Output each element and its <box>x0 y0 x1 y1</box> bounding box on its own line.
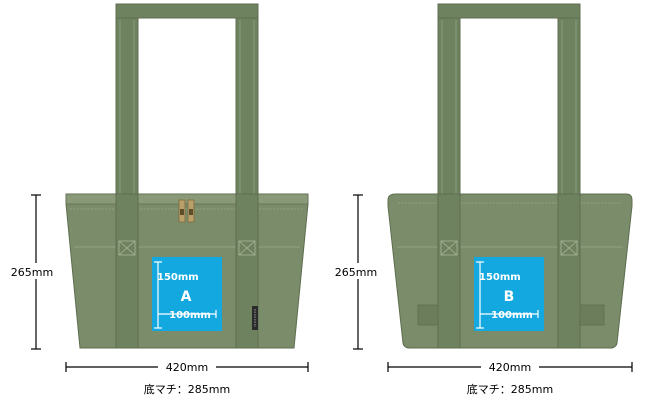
dimension-width-left: 420mm <box>65 359 309 375</box>
zipper-pull-icon <box>178 199 195 223</box>
gusset-label: 底マチ：285mm <box>144 382 230 396</box>
print-area-label: A <box>181 289 192 305</box>
dimension-width-right: 420mm <box>387 359 633 375</box>
print-width-label: 100mm <box>491 310 533 321</box>
print-height-label: 150mm <box>479 272 521 283</box>
bag-front: 150mm A 100mm <box>65 3 309 349</box>
brand-tag-icon <box>252 306 258 330</box>
width-label: 420mm <box>489 361 531 374</box>
print-area-a: 150mm A 100mm <box>152 257 222 331</box>
bag-back-strap-box-stitch-left <box>440 240 458 256</box>
height-label: 265mm <box>335 266 377 279</box>
print-width-label: 100mm <box>169 310 211 321</box>
bag-front-strap-box-stitch-right <box>238 240 256 256</box>
print-area-label: B <box>504 289 515 305</box>
bag-back-strap-box-stitch-right <box>560 240 578 256</box>
width-label: 420mm <box>166 361 208 374</box>
bag-back: 150mm B 100mm <box>387 3 633 349</box>
print-area-b: 150mm B 100mm <box>474 257 544 331</box>
gusset-label: 底マチ：285mm <box>467 382 553 396</box>
print-height-label: 150mm <box>157 272 199 283</box>
dimension-height-left: 265mm <box>6 194 58 350</box>
height-label: 265mm <box>11 266 53 279</box>
dimension-height-right: 265mm <box>330 194 382 350</box>
bag-front-strap-box-stitch-left <box>118 240 136 256</box>
